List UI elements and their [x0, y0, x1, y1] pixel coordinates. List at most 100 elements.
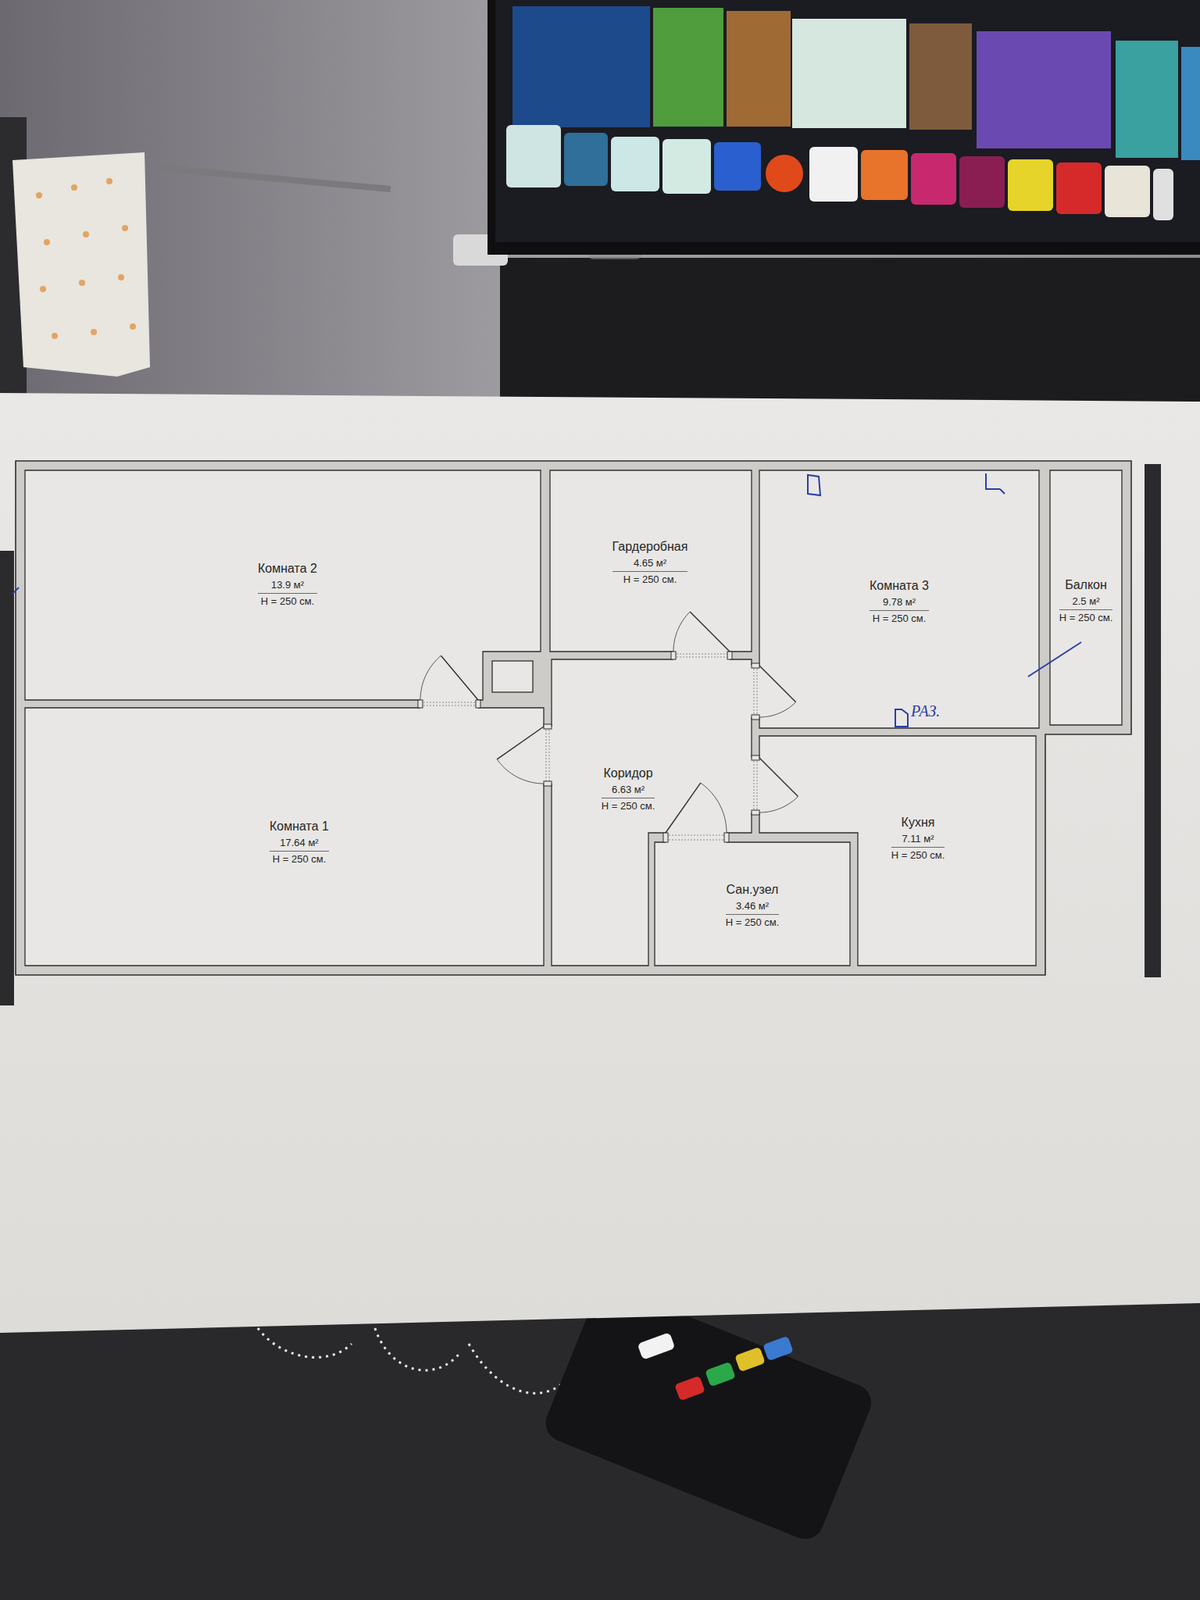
door-leaf	[759, 665, 797, 703]
room-area: Кухня7.11 м²H = 250 см.	[857, 735, 1036, 966]
room-label: Комната 39.78 м²H = 250 см.	[869, 578, 929, 626]
door-leaf	[440, 655, 479, 700]
room-name: Комната 2	[257, 560, 318, 577]
door	[750, 663, 797, 720]
ceiling-height: H = 250 см.	[601, 798, 656, 813]
room-area-value: 4.65 м²	[612, 557, 689, 572]
room-area: Гардеробная 4.65 м²H = 250 см.	[550, 470, 752, 652]
room-area-value: 17.64 м²	[269, 836, 329, 852]
ceiling-height: H = 250 см.	[725, 914, 780, 929]
room-label: Балкон 2.5 м²H = 250 см.	[1059, 577, 1114, 625]
room-area: Сан.узел 3.46 м²H = 250 см.	[654, 842, 850, 966]
door-threshold	[665, 835, 727, 836]
door-threshold	[753, 757, 755, 813]
room-area-value: 13.9 м²	[257, 578, 318, 594]
fabric-pattern	[257, 1328, 571, 1393]
room-name: Сан.узел	[726, 882, 779, 898]
tv-stand	[500, 257, 1200, 407]
room-name: Балкон	[1064, 577, 1108, 593]
door-opening	[673, 650, 730, 661]
towel-dots	[35, 178, 136, 340]
door-jamb	[751, 810, 760, 815]
ceiling-height: H = 250 см.	[1059, 610, 1114, 625]
towel	[12, 152, 150, 377]
room-area-value: 2.5 м²	[1059, 595, 1114, 611]
door-leaf	[665, 782, 701, 833]
room-wall	[0, 0, 1200, 407]
room-label: Комната 213.9 м²H = 250 см.	[257, 560, 318, 609]
room-area: Коридор6.63 м²H = 250 см.	[551, 659, 752, 833]
remote-control	[539, 1281, 877, 1545]
door-opening	[750, 757, 761, 813]
room-area: Комната 213.9 м²H = 250 см.	[25, 470, 541, 700]
room-area: Комната 39.78 м²H = 250 см.	[759, 470, 1040, 729]
door-jamb	[671, 651, 676, 660]
door	[496, 724, 553, 786]
room-label: Комната 117.64 м²H = 250 см.	[269, 818, 329, 867]
room-name: Гардеробная	[612, 539, 689, 555]
room-label: Коридор6.63 м²H = 250 см.	[601, 765, 656, 814]
room-area-value: 3.46 м²	[725, 900, 780, 915]
remote-buttons	[637, 1332, 794, 1401]
door	[663, 782, 729, 843]
door-threshold	[420, 702, 479, 704]
door-jamb	[751, 714, 760, 720]
paper-sheet	[0, 392, 1200, 1333]
room-name: Комната 3	[869, 578, 929, 594]
door-threshold	[665, 839, 727, 841]
door-threshold	[420, 705, 479, 707]
outer-wall	[15, 460, 1132, 975]
door-jamb	[751, 755, 760, 761]
ceiling-height: H = 250 см.	[891, 847, 946, 862]
handwritten-marks	[12, 473, 1082, 727]
door-opening	[420, 699, 479, 709]
tv-tiles	[506, 6, 1200, 221]
door-opening	[542, 726, 553, 784]
door-swing	[420, 655, 441, 700]
room-floor	[1050, 470, 1122, 725]
room-floor	[550, 470, 752, 652]
table-edge	[0, 550, 15, 1006]
door-leaf	[689, 611, 730, 652]
room-label: Гардеробная 4.65 м²H = 250 см.	[612, 539, 689, 587]
door-leaf	[759, 757, 798, 797]
door-jamb	[417, 700, 423, 708]
print-bar	[1144, 464, 1161, 978]
room-floor	[25, 470, 541, 700]
door-threshold	[673, 657, 730, 658]
door-threshold	[757, 665, 758, 718]
room-floor	[654, 842, 850, 966]
room-area-value: 6.63 м²	[601, 783, 656, 799]
door-threshold	[546, 726, 547, 784]
handwritten-note: РАЗ.	[910, 702, 940, 721]
ceiling-height: H = 250 см.	[272, 851, 327, 866]
door	[417, 655, 481, 709]
ceiling-height: H = 250 см.	[623, 571, 678, 586]
room-floor	[25, 707, 544, 966]
tv-screen	[495, 0, 1200, 243]
door-jamb	[475, 700, 481, 708]
door-jamb	[727, 651, 733, 660]
door-swing	[673, 611, 690, 652]
door-swing	[759, 796, 798, 813]
room-label: Сан.узел 3.46 м²H = 250 см.	[725, 882, 780, 930]
door-jamb	[543, 781, 552, 786]
door	[671, 611, 733, 661]
door-jamb	[663, 832, 668, 843]
door-swing	[700, 782, 727, 833]
room-name: Комната 1	[269, 818, 329, 835]
door-threshold	[549, 726, 550, 784]
door-jamb	[751, 663, 760, 668]
door-threshold	[673, 653, 730, 655]
room-floor	[759, 470, 1040, 729]
room-area-value: 9.78 м²	[869, 596, 929, 611]
door-opening	[665, 832, 727, 843]
door-opening	[750, 665, 761, 718]
ironing-board-bar	[132, 165, 391, 190]
door-jamb	[724, 832, 729, 843]
door-threshold	[757, 757, 758, 813]
tv-frame	[487, 0, 1200, 255]
door	[750, 755, 798, 815]
room-name: Коридор	[603, 765, 653, 782]
